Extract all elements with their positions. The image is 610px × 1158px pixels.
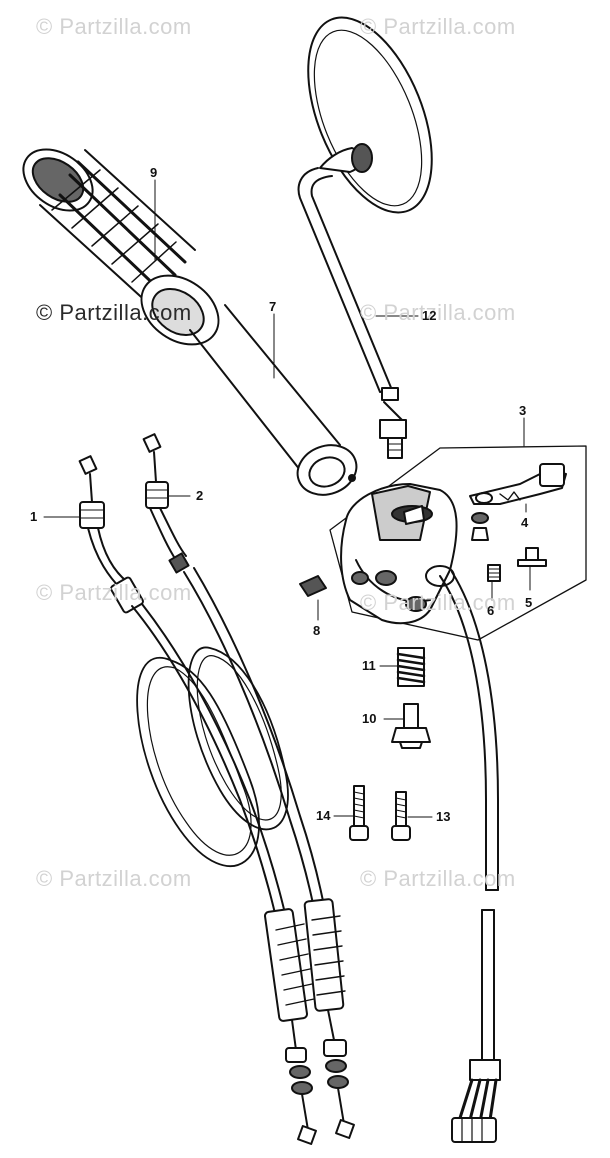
pivot-pin: [391, 703, 431, 749]
cable-loops: [136, 646, 289, 867]
throttle-tube: [189, 304, 358, 496]
throttle-cable-1: [78, 455, 301, 991]
cable-end-right: [303, 898, 355, 1139]
watermark: © Partzilla.com: [360, 590, 516, 615]
copyright-watermark: © Partzilla.com: [36, 300, 192, 325]
mirror-assembly: [297, 16, 433, 459]
callout-12: 12: [422, 308, 437, 323]
callout-13: 13: [436, 809, 451, 824]
watermark: © Partzilla.com: [360, 300, 516, 325]
callout-8: 8: [313, 623, 321, 638]
handle-grip: [22, 148, 220, 346]
callout-6: 6: [487, 603, 495, 618]
callout-2: 2: [196, 488, 204, 503]
mirror-nut: [379, 419, 407, 439]
small-fasteners: [299, 512, 547, 597]
callout-7: 7: [269, 299, 277, 314]
mirror-head: [307, 16, 433, 214]
callout-9: 9: [150, 165, 158, 180]
screw-13: [391, 791, 411, 841]
wire-harness: [439, 571, 501, 1143]
callout-3: 3: [519, 403, 527, 418]
cable-end-left: [263, 908, 317, 1145]
callout-10: 10: [362, 711, 377, 726]
switch-housing: [329, 445, 587, 641]
watermark: © Partzilla.com: [36, 866, 192, 891]
watermark: © Partzilla.com: [360, 866, 516, 891]
spring: [396, 647, 426, 687]
callout-1: 1: [30, 509, 38, 524]
switch-lever: [469, 463, 567, 505]
watermark: © Partzilla.com: [36, 14, 192, 39]
screw-14: [349, 785, 369, 841]
callout-4: 4: [521, 515, 529, 530]
watermark: © Partzilla.com: [360, 14, 516, 39]
callout-11: 11: [362, 658, 376, 673]
callout-5: 5: [525, 595, 533, 610]
watermark: © Partzilla.com: [36, 580, 192, 605]
callout-14: 14: [316, 808, 331, 823]
leader-lines: [43, 179, 531, 818]
